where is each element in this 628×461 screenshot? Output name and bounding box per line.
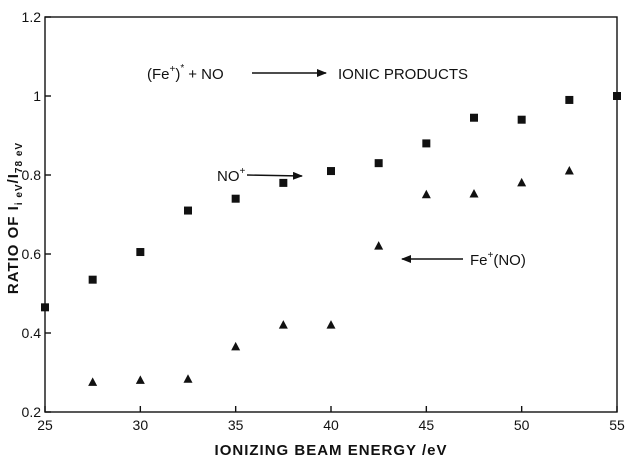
square-point bbox=[374, 159, 383, 168]
triangle-point bbox=[469, 188, 479, 198]
y-tick-label: 1 bbox=[33, 88, 41, 104]
x-tick-label: 45 bbox=[419, 417, 435, 433]
x-tick-label: 30 bbox=[133, 417, 149, 433]
square-point bbox=[136, 248, 145, 257]
y-axis-label-sub1: i eV bbox=[14, 183, 25, 205]
y-axis-label-sub2: 78 eV bbox=[14, 142, 25, 173]
triangle-point bbox=[421, 189, 431, 199]
square-point bbox=[613, 92, 621, 100]
reaction-lhs: (Fe bbox=[147, 66, 170, 83]
y-tick-label: 0.2 bbox=[22, 404, 42, 420]
square-point bbox=[517, 115, 526, 124]
y-tick-label: 0.6 bbox=[22, 246, 42, 262]
y-tick-label: 0.4 bbox=[22, 325, 42, 341]
y-axis-label: RATIO OF Ii eV/I78 eV bbox=[5, 142, 25, 294]
triangle-point bbox=[564, 166, 574, 175]
y-axis-label-main: RATIO OF I bbox=[5, 205, 22, 294]
triangle-point bbox=[135, 375, 145, 384]
square-point bbox=[470, 113, 478, 122]
plot-frame bbox=[44, 16, 618, 413]
square-point bbox=[422, 139, 431, 148]
fe-no-sup: + bbox=[488, 250, 494, 261]
square-point bbox=[41, 303, 49, 312]
no-plus-arrow bbox=[246, 171, 303, 180]
reaction-star: * bbox=[180, 63, 184, 74]
triangle-point bbox=[374, 241, 384, 250]
x-tick-label: 50 bbox=[514, 417, 530, 433]
fe-no-base: Fe bbox=[470, 252, 488, 269]
square-point bbox=[88, 275, 97, 284]
data-points bbox=[41, 92, 621, 386]
square-point bbox=[231, 194, 240, 203]
reaction-rhs: IONIC PRODUCTS bbox=[338, 66, 468, 83]
no-plus-sup: + bbox=[240, 166, 246, 177]
reaction-annotation: (Fe+)* + NO bbox=[147, 63, 224, 83]
square-point bbox=[279, 178, 288, 187]
triangle-point bbox=[183, 374, 193, 383]
square-point bbox=[184, 206, 192, 215]
triangle-point bbox=[326, 320, 336, 329]
triangle-point bbox=[88, 377, 98, 386]
y-tick-label: 0.8 bbox=[22, 167, 42, 183]
reaction-plus-no: + NO bbox=[188, 66, 223, 83]
x-tick-label: 55 bbox=[609, 417, 625, 433]
triangle-point bbox=[517, 177, 527, 187]
square-point bbox=[565, 95, 574, 104]
square-point bbox=[327, 167, 335, 176]
x-tick-label: 35 bbox=[228, 417, 244, 433]
no-plus-annotation: NO+ bbox=[217, 166, 246, 185]
fe-no-rest: (NO) bbox=[493, 252, 526, 269]
axis-ticks: 25 30 35 40 45 50 55 0.2 0.4 0.6 0.8 1 1.2 bbox=[22, 9, 625, 433]
y-axis-label-sep: /I bbox=[5, 173, 22, 183]
no-plus-base: NO bbox=[217, 168, 240, 185]
reaction-lhs-close: ) bbox=[175, 66, 180, 83]
triangle-point bbox=[278, 320, 288, 329]
reaction-lhs-sup: + bbox=[170, 64, 176, 75]
triangle-point bbox=[231, 341, 241, 351]
x-tick-label: 25 bbox=[37, 417, 53, 433]
fe-no-annotation: Fe+(NO) bbox=[470, 250, 526, 269]
y-tick-label: 1.2 bbox=[22, 9, 42, 25]
x-tick-label: 40 bbox=[323, 417, 339, 433]
x-axis-label: IONIZING BEAM ENERGY /eV bbox=[215, 442, 448, 459]
